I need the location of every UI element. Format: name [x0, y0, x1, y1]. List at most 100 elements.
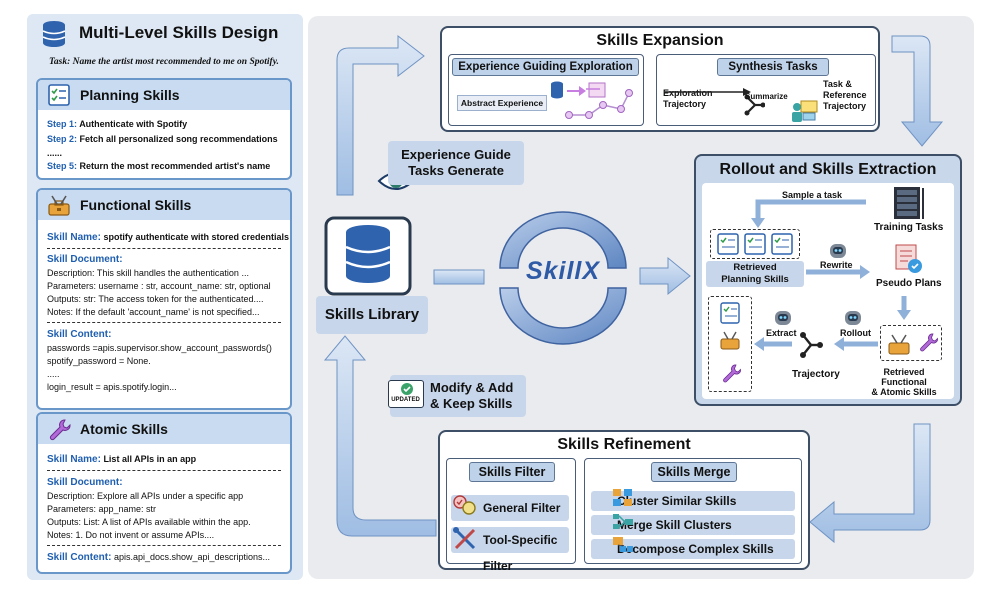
synthesis-tasks-title: Synthesis Tasks — [717, 58, 829, 76]
arrow-library-to-logo — [433, 269, 485, 285]
atomic-doc-label: Skill Document: — [47, 477, 123, 488]
functional-doc-line: Outputs: str: The access token for the a… — [47, 294, 264, 304]
abstract-arrow — [586, 88, 600, 90]
extract-label: Extract — [766, 328, 797, 338]
functional-doc-line: Description: This skill handles the auth… — [47, 268, 249, 278]
updated-badge-text: UPDATED — [391, 397, 420, 403]
atomic-skills-card: Atomic Skills Skill Name: List all APIs … — [36, 412, 292, 574]
modify-keep-line: & Keep Skills — [430, 396, 513, 411]
planning-step-2: Step 2: Fetch all personalized song reco… — [47, 134, 278, 144]
skills-library-icon — [324, 216, 412, 296]
skills-merge-title: Skills Merge — [651, 462, 737, 482]
rollout-arrows — [751, 199, 911, 351]
wrench-icon — [49, 419, 71, 441]
arrow-expansion-to-rollout — [891, 35, 944, 147]
training-tasks-label: Training Tasks — [874, 222, 944, 233]
extracted-skills-group — [708, 296, 752, 392]
retrieved-planning-label: Retrieved Planning Skills — [706, 261, 804, 287]
functional-content-line: login_result = apis.spotify.login... — [47, 382, 177, 392]
skillx-logo — [499, 211, 627, 345]
skills-expansion-box: Skills Expansion Experience Guiding Expl… — [440, 26, 880, 132]
atomic-doc-line: Notes: 1. Do not invent or assume APIs..… — [47, 530, 215, 540]
merge-icon — [613, 514, 633, 529]
experience-guide-line: Tasks Generate — [408, 163, 504, 178]
functional-skills-title: Functional Skills — [80, 197, 192, 213]
tools-icon — [453, 527, 476, 550]
filter-icon — [453, 495, 476, 515]
functional-skills-card: Functional Skills Skill Name: spotify au… — [36, 188, 292, 410]
functional-content-line: ..... — [47, 369, 60, 379]
multi-level-skills-panel: Multi-Level Skills Design Task: Name the… — [27, 14, 303, 580]
skills-refinement-title: Skills Refinement — [557, 436, 691, 453]
pseudo-plan-icon — [895, 244, 922, 273]
experience-graph-icon — [551, 81, 633, 119]
retrieved-planning-group — [710, 229, 800, 259]
sample-task-label: Sample a task — [782, 190, 843, 200]
functional-content-line: passwords =apis.supervisor.show_account_… — [47, 343, 272, 353]
functional-skills-header: Functional Skills — [38, 190, 290, 220]
separator — [47, 322, 281, 323]
task-reference-trajectory-label: Task & Reference Trajectory — [823, 79, 867, 111]
arrow-logo-to-rollout — [639, 256, 691, 296]
skills-expansion-title: Skills Expansion — [596, 32, 724, 49]
checklist-icon — [48, 84, 70, 106]
cluster-skills-item: Cluster Similar Skills — [591, 491, 795, 511]
planning-skills-card: Planning Skills Step 1: Authenticate wit… — [36, 78, 292, 180]
experience-guiding-title: Experience Guiding Exploration — [452, 58, 639, 76]
toolbox-icon — [48, 195, 70, 216]
rewrite-label: Rewrite — [820, 260, 853, 270]
arrow-rollout-to-refinement — [809, 423, 931, 544]
checklist-icon — [717, 233, 793, 255]
planning-step-5: Step 5: Return the most recommended arti… — [47, 161, 271, 171]
separator — [47, 545, 281, 546]
skills-merge-box: Skills Merge Cluster Similar Skills Merg… — [584, 458, 802, 564]
trajectory-label: Trajectory — [792, 369, 840, 380]
modify-keep-line: Modify & Add — [430, 380, 514, 395]
rollout-title: Rollout and Skills Extraction — [719, 161, 937, 178]
planning-step-ellipsis: ...... — [47, 148, 63, 158]
functional-skill-name: Skill Name: spotify authenticate with st… — [47, 232, 289, 243]
skill-type-icons — [720, 302, 741, 383]
left-panel-title: Multi-Level Skills Design — [79, 23, 279, 42]
presenter-icon — [792, 100, 818, 122]
atomic-skills-header: Atomic Skills — [38, 414, 290, 444]
functional-content-line: spotify_password = None. — [47, 356, 151, 366]
updated-badge: UPDATED — [388, 380, 424, 408]
experience-guide-line: Experience Guide — [401, 147, 511, 162]
server-rack-icon — [894, 187, 924, 219]
cluster-icon — [613, 489, 632, 506]
atomic-skill-content: Skill Content: apis.api_docs.show_api_de… — [47, 552, 271, 563]
planning-skills-header: Planning Skills — [38, 80, 290, 110]
retrieved-functional-group — [880, 325, 942, 361]
skills-filter-title: Skills Filter — [469, 462, 555, 482]
merge-clusters-item: Merge Skill Clusters — [591, 515, 795, 535]
functional-doc-line: Parameters: username : str, account_name… — [47, 281, 271, 291]
rollout-box: Rollout and Skills Extraction — [694, 154, 962, 406]
atomic-doc-line: Parameters: app_name: str — [47, 504, 157, 514]
task-description: Task: Name the artist most recommended t… — [49, 57, 279, 67]
decompose-icon — [613, 537, 633, 552]
functional-content-label: Skill Content: — [47, 329, 112, 340]
trajectory-branch-icon — [744, 94, 765, 116]
summarize-arrow — [665, 88, 751, 96]
toolbox-wrench-icons — [888, 333, 938, 355]
atomic-doc-line: Outputs: List: A list of APIs available … — [47, 517, 251, 527]
functional-doc-label: Skill Document: — [47, 254, 123, 265]
retrieved-functional-label: Retrieved Functional & Atomic Skills — [871, 367, 937, 397]
pseudo-plans-label: Pseudo Plans — [876, 278, 942, 289]
skills-library-label: Skills Library — [316, 296, 428, 334]
planning-step-1: Step 1: Authenticate with Spotify — [47, 119, 188, 129]
robot-icon — [775, 311, 791, 325]
rollout-label: Rollout — [840, 328, 871, 338]
planning-skills-title: Planning Skills — [80, 87, 180, 103]
separator — [47, 470, 281, 471]
skills-refinement-box: Skills Refinement Skills Filter General … — [438, 430, 810, 573]
summarize-label: Summarize — [745, 92, 788, 101]
robot-icon — [845, 311, 861, 325]
skillx-logo-text: SkillX — [525, 257, 601, 285]
exploration-trajectory-label: Exploration Trajectory — [663, 88, 713, 109]
atomic-doc-line: Description: Explore all APIs under a sp… — [47, 491, 244, 501]
robot-icon — [830, 244, 846, 258]
experience-guiding-box: Experience Guiding Exploration Abstract … — [448, 54, 644, 126]
